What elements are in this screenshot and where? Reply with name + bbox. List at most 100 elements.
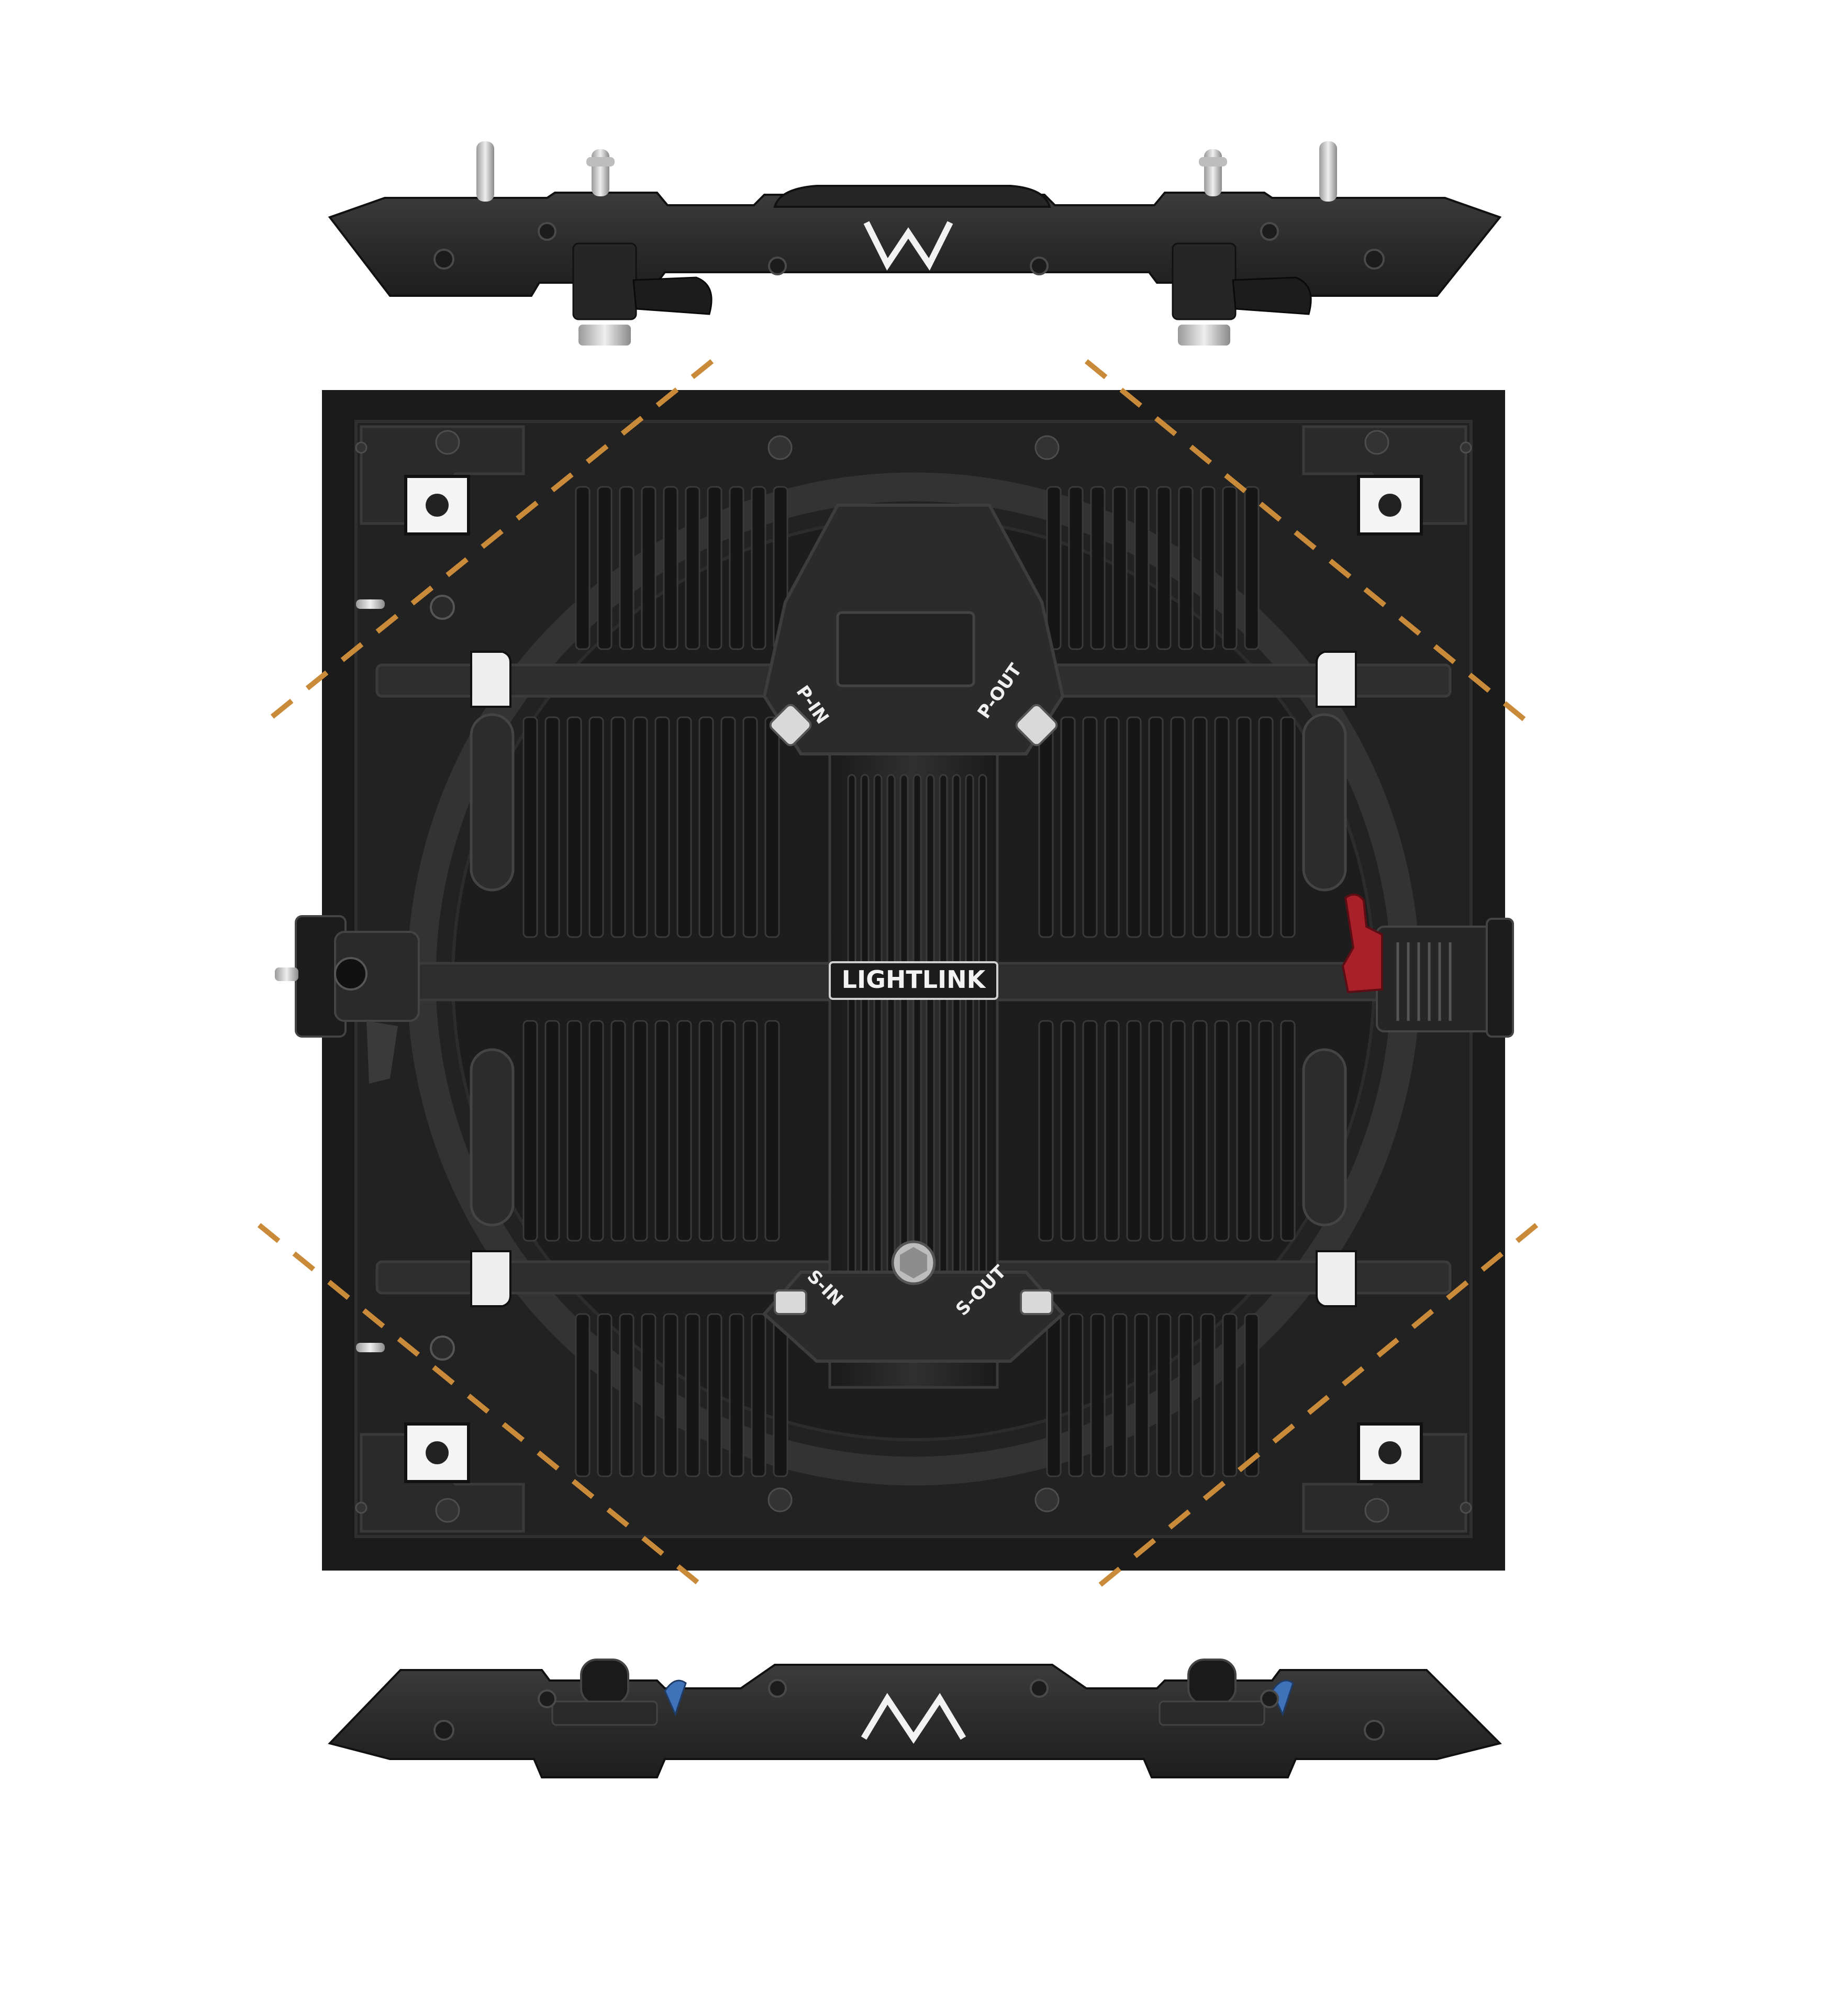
cabinet-handles <box>470 713 1347 1227</box>
frame-screws <box>355 430 1472 1523</box>
fin <box>707 1313 722 1477</box>
w-logo-icon <box>863 221 953 271</box>
fin <box>1148 716 1164 938</box>
fin <box>676 716 692 938</box>
fin <box>632 1020 648 1242</box>
fin <box>1126 716 1142 938</box>
right-side-latch <box>1341 893 1514 1038</box>
fin <box>1038 716 1054 938</box>
fin <box>764 716 780 938</box>
connector-sockets <box>769 704 1058 1315</box>
fin <box>641 486 656 650</box>
fin <box>619 1313 634 1477</box>
left-side-latch <box>275 915 420 1084</box>
spine-fins <box>847 774 987 1341</box>
fin <box>1126 1020 1142 1242</box>
fin <box>1090 1313 1106 1477</box>
fin <box>1068 486 1084 650</box>
fin <box>654 716 670 938</box>
fin <box>566 1020 582 1242</box>
fin <box>522 1020 538 1242</box>
fin <box>1112 1313 1128 1477</box>
fin <box>1170 1020 1186 1242</box>
fin <box>1090 486 1106 650</box>
top-bar-handle <box>773 185 1051 208</box>
top-bar-right-pins <box>1199 141 1337 202</box>
fin <box>1060 716 1076 938</box>
fin <box>860 774 870 1341</box>
fin <box>1200 486 1216 650</box>
fin <box>641 1313 656 1477</box>
signal-hub <box>762 1271 1065 1363</box>
fin <box>773 1313 788 1477</box>
fin <box>939 774 948 1341</box>
top-bar-screws <box>433 222 1385 275</box>
fin <box>610 716 626 938</box>
fin <box>1280 1020 1296 1242</box>
fin <box>597 486 613 650</box>
fin <box>1134 1313 1150 1477</box>
rotation-guide-lines <box>257 359 1539 1596</box>
fin <box>663 1313 678 1477</box>
top-connecting-bar <box>328 141 1502 346</box>
fin <box>632 716 648 938</box>
fin <box>1104 1020 1120 1242</box>
fin <box>663 486 678 650</box>
led-cabinet: P-IN P-OUT S-IN S-OUT LIGHTLINK <box>275 390 1514 1571</box>
top-bar-right-lock <box>1172 242 1312 346</box>
fin <box>978 774 987 1341</box>
fin <box>1236 716 1252 938</box>
ring-corner-clips <box>470 651 1357 1307</box>
fin <box>597 1313 613 1477</box>
fin <box>707 486 722 650</box>
fin <box>1060 1020 1076 1242</box>
fin <box>1258 1020 1274 1242</box>
fin <box>873 774 883 1341</box>
fin <box>1214 716 1230 938</box>
fin <box>1280 716 1296 938</box>
fin <box>720 716 736 938</box>
bottom-bar-body <box>328 1664 1502 1778</box>
fin <box>1236 1020 1252 1242</box>
bottom-bar-screws <box>433 1679 1385 1741</box>
fin <box>654 1020 670 1242</box>
fin <box>544 1020 560 1242</box>
fin <box>588 716 604 938</box>
fin <box>742 1020 758 1242</box>
fin <box>575 1313 591 1477</box>
fin <box>1214 1020 1230 1242</box>
fin <box>1178 486 1194 650</box>
fin <box>1178 1313 1194 1477</box>
fin <box>751 1313 766 1477</box>
fin <box>1258 716 1274 938</box>
fin <box>1244 486 1260 650</box>
fins-top-right <box>1046 486 1260 650</box>
fin <box>588 1020 604 1242</box>
bottom-connecting-bar <box>328 1659 1502 1778</box>
fin <box>1222 486 1238 650</box>
fin <box>1104 716 1120 938</box>
fin <box>685 1313 700 1477</box>
fin <box>1082 716 1098 938</box>
fins-mid-right-upper <box>1038 716 1296 938</box>
fin <box>676 1020 692 1242</box>
fin <box>1222 1313 1238 1477</box>
fins-bottom-right <box>1046 1313 1260 1477</box>
fin <box>1046 1313 1062 1477</box>
side-pins <box>356 595 455 1361</box>
fins-mid-left-lower <box>522 1020 780 1242</box>
fins-mid-left-upper <box>522 716 780 938</box>
fin <box>1156 1313 1172 1477</box>
fin <box>619 486 634 650</box>
fin <box>544 716 560 938</box>
fin <box>729 486 744 650</box>
m-logo-icon <box>861 1693 966 1744</box>
fin <box>1038 1020 1054 1242</box>
horizontal-rails <box>375 663 1452 1295</box>
fin <box>610 1020 626 1242</box>
fin <box>1200 1313 1216 1477</box>
fin <box>1192 716 1208 938</box>
fin <box>742 716 758 938</box>
fin <box>698 716 714 938</box>
fin <box>1244 1313 1260 1477</box>
